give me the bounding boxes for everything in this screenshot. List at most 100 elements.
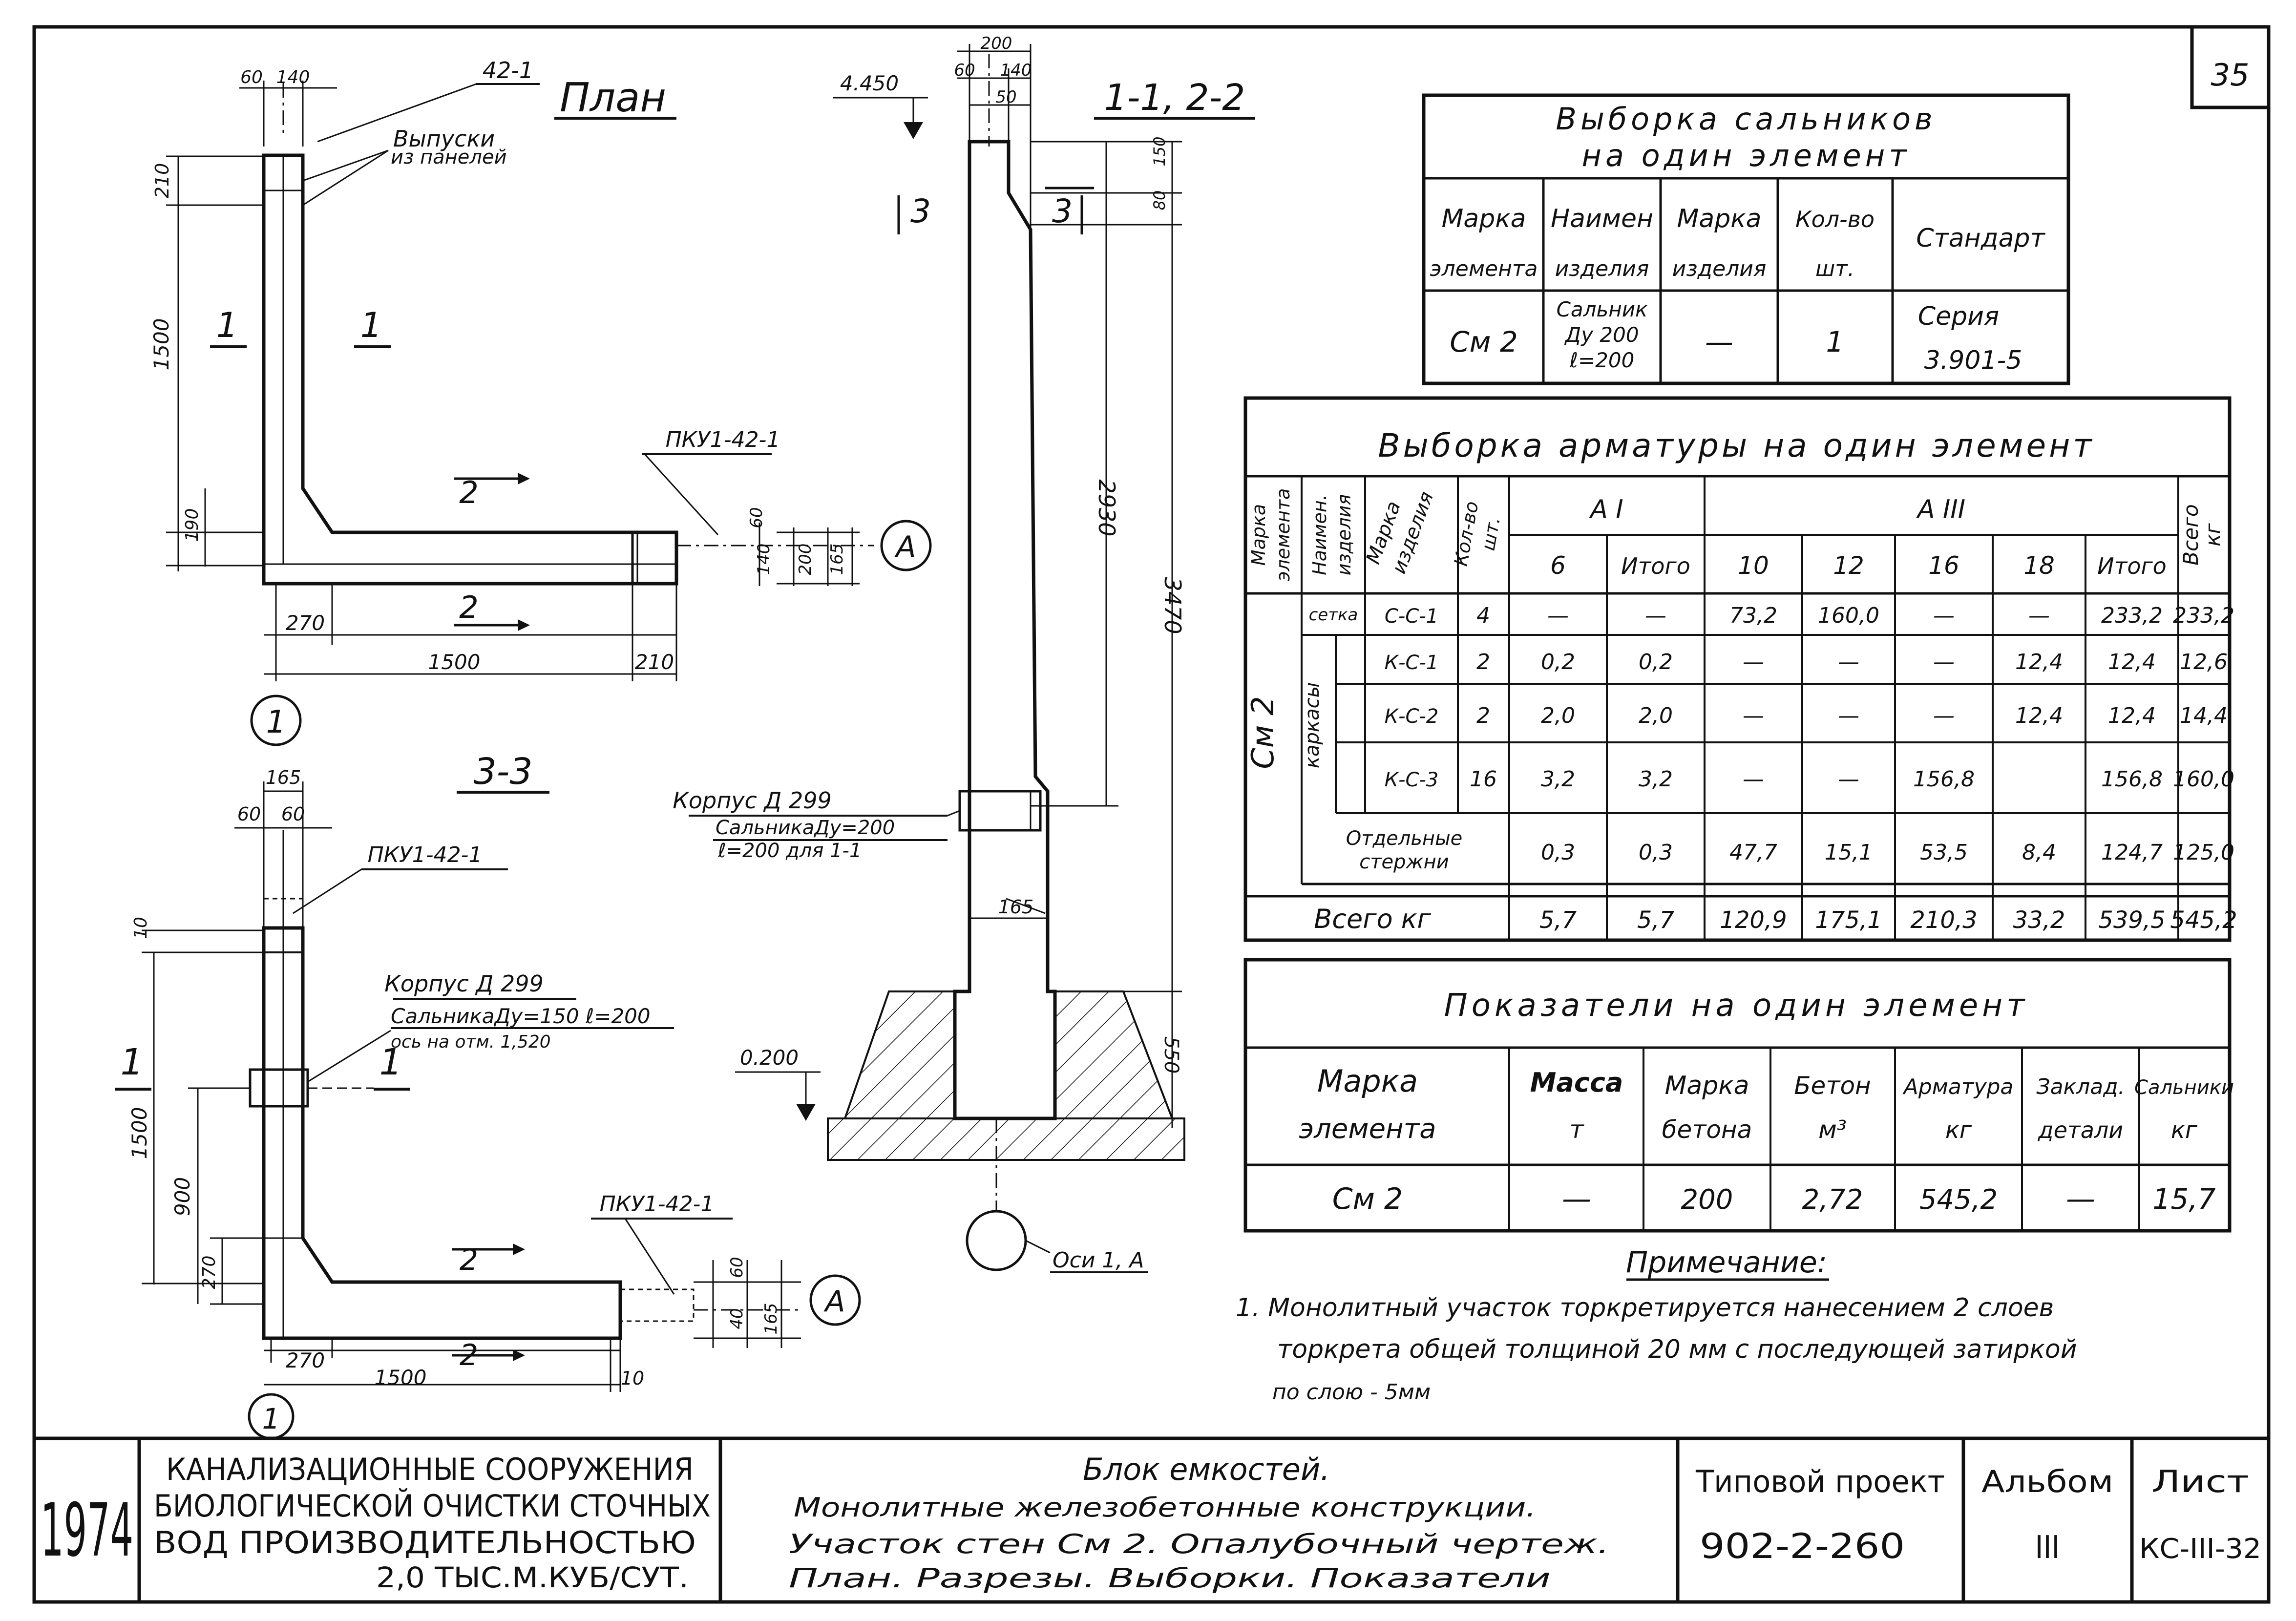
rebar-cell: 2	[1476, 650, 1490, 674]
s33-dim-10-h: 10	[621, 1368, 644, 1389]
rebar-cell: —	[1743, 650, 1764, 674]
rebar-vh-name-1: Наимен.	[1309, 494, 1330, 575]
ind-val-concrete-mark: 200	[1681, 1184, 1733, 1216]
s33-axis-1: 1	[262, 1402, 280, 1435]
ind-h-concrete-mark-1: Марка	[1664, 1071, 1749, 1100]
ind-h-mark-2: элемента	[1299, 1113, 1436, 1145]
s11-gland: СальникаДу=200	[716, 817, 895, 839]
rebar-cell: С-С-1	[1385, 605, 1438, 628]
s33-axis-note: ось на отм. 1,520	[391, 1032, 551, 1052]
tb-desc-4: План. Разрезы. Выборки. Показатели	[789, 1563, 1551, 1594]
rebar-cell: 233,2	[2101, 603, 2163, 628]
rebar-title: Выборка арматуры на один элемент	[1378, 427, 2094, 464]
ind-h-embed-1: Заклад.	[2036, 1074, 2125, 1099]
tb-project-label: Типовой проект	[1695, 1464, 1945, 1499]
rebar-separate-cell: 0,3	[1541, 840, 1575, 865]
section11-title: 1-1, 2-2	[1104, 77, 1245, 119]
rebar-separate-cell: 124,7	[2101, 840, 2163, 865]
s33-dim-10-top: 10	[131, 917, 151, 939]
rebar-cell: 156,8	[1913, 767, 1975, 792]
rebar-cell: 0,2	[1541, 650, 1575, 674]
s33-dim-165: 165	[266, 767, 301, 788]
rebar-group-a3: А III	[1916, 495, 1965, 524]
rebar-cell: К-С-1	[1385, 652, 1439, 674]
section33-title: 3-3	[474, 751, 533, 793]
ind-h-mass-1: Масса	[1530, 1067, 1623, 1098]
rebar-cell: 160,0	[1818, 603, 1879, 628]
s33-axis-a: А	[823, 1284, 845, 1319]
tb-org-3: ВОД ПРОИЗВОДИТЕЛЬНОСТЬЮ	[154, 1525, 696, 1560]
rebar-cell: 12,4	[2108, 703, 2156, 728]
plan-outlets-2: из панелей	[391, 146, 507, 168]
plan-cut1-left: 1	[216, 305, 238, 345]
rebar-cell: —	[1547, 603, 1569, 628]
rebar-total-cell: 5,7	[1637, 906, 1675, 934]
s33-dim-r60: 60	[727, 1257, 747, 1278]
rebar-cell: К-С-2	[1385, 705, 1439, 728]
tb-project-code: 902-2-260	[1700, 1526, 1905, 1566]
tb-album-label: Альбом	[1981, 1464, 2113, 1499]
rebar-sub-6: 6	[1550, 551, 1566, 580]
s11-elev-bottom: 0.200	[740, 1046, 799, 1070]
plan-dim-210-top: 210	[151, 163, 173, 199]
rebar-cell: —	[2028, 603, 2050, 628]
s11-dim-80: 80	[1150, 190, 1169, 211]
rebar-cell: 4	[1476, 603, 1490, 628]
title-block: 1974 КАНАЛИЗАЦИОННЫЕ СООРУЖЕНИЯ БИОЛОГИЧ…	[41, 1438, 2261, 1602]
rebar-cell: 3,2	[1639, 767, 1673, 792]
tb-desc-3: Участок стен См 2. Опалубочный чертеж.	[789, 1529, 1609, 1559]
rebar-cell: —	[1743, 767, 1764, 792]
indicators-title: Показатели на один элемент	[1444, 988, 2029, 1024]
ind-h-embed-2: детали	[2038, 1117, 2123, 1143]
s11-dim-150: 150	[1150, 136, 1169, 166]
s33-cut1-right: 1	[379, 1041, 402, 1083]
rebar-cell: 2	[1476, 703, 1490, 728]
plan-cut2-top: 2	[459, 475, 478, 510]
rebar-cell: —	[1933, 703, 1955, 728]
note-line-3: по слою - 5мм	[1272, 1380, 1431, 1405]
rebar-total-cell: 33,2	[2013, 906, 2065, 934]
ind-h-rebar-1: Арматура	[1902, 1074, 2014, 1099]
glands-h-item-1: Марка	[1677, 204, 1761, 233]
s11-dim-550: 550	[1160, 1036, 1182, 1074]
ind-val-rebar: 545,2	[1919, 1184, 1998, 1216]
glands-h-qty-2: шт.	[1815, 256, 1854, 281]
rebar-cell: —	[1645, 603, 1666, 628]
glands-row-name-3: ℓ=200	[1569, 348, 1635, 372]
rebar-cell: —	[1838, 703, 1859, 728]
glands-h-name-2: изделия	[1555, 256, 1649, 281]
rebar-kind-mesh: сетка	[1309, 605, 1358, 625]
rebar-total-cell: 545,2	[2170, 906, 2237, 934]
plan-dim-1500-h: 1500	[428, 650, 481, 674]
indicators-table: Показатели на один элемент Марка элемент…	[1243, 958, 2234, 1233]
rebar-separate-cell: 8,4	[2022, 840, 2056, 865]
rebar-sub-18: 18	[2023, 551, 2055, 580]
rebar-cell: —	[1838, 650, 1859, 674]
rebar-cell: 12,4	[2108, 650, 2156, 674]
glands-row-mark: См 2	[1450, 325, 1518, 358]
rebar-sub-10: 10	[1738, 551, 1769, 580]
plan-dim-r200: 200	[796, 544, 815, 575]
rebar-separate-cell: 53,5	[1920, 840, 1968, 865]
glands-row-std-1: Серия	[1918, 302, 1999, 331]
plan-dim-140: 140	[276, 67, 310, 87]
rebar-kind-frames: каркасы	[1301, 682, 1324, 768]
s33-dim-r40: 40	[727, 1308, 747, 1329]
rebar-sub-a1-total: Итого	[1621, 553, 1690, 579]
note-line-2: торкрета общей толщиной 20 мм с последую…	[1277, 1335, 2077, 1364]
rebar-cell: 12,4	[2015, 703, 2063, 728]
ind-h-concrete-2: м³	[1818, 1116, 1847, 1144]
sheet-frame: 35	[32, 25, 2271, 1604]
s33-dim-900: 900	[170, 1177, 194, 1216]
ind-val-concrete: 2,72	[1802, 1184, 1863, 1216]
plan-cut1-right: 1	[360, 305, 382, 345]
rebar-sub-12: 12	[1833, 551, 1864, 580]
glands-h-mark-2: элемента	[1430, 256, 1538, 281]
rebar-sub-16: 16	[1928, 551, 1959, 580]
glands-title-1: Выборка сальников	[1556, 101, 1936, 137]
plan-dim-210-h: 210	[635, 650, 674, 674]
s33-dim-1500-v: 1500	[127, 1107, 151, 1159]
rebar-cell: 160,0	[2173, 767, 2234, 792]
rebar-separate-cell: 47,7	[1729, 840, 1777, 865]
